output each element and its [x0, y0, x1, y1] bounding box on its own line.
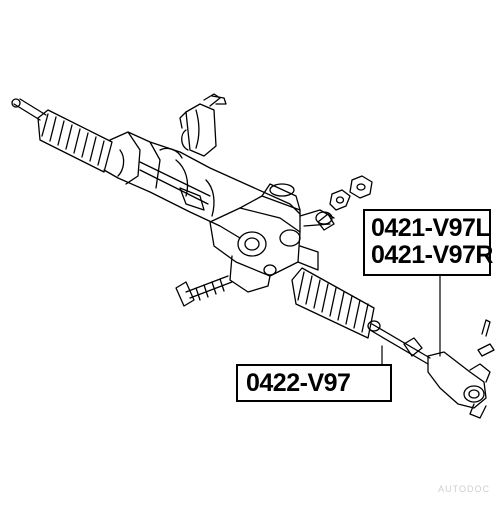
part-number-right: 0421-V97R — [371, 241, 493, 269]
inner-tie-rod — [367, 320, 431, 365]
mounting-bolt — [175, 275, 233, 307]
pinion-valve-body — [209, 183, 335, 293]
watermark: AUTODOC — [438, 484, 490, 494]
tie-rod-end — [427, 319, 495, 419]
leader-lines — [381, 275, 441, 367]
inner-tie-rod-part-number: 0422-V97 — [236, 364, 392, 402]
nuts-and-washers — [317, 175, 373, 231]
tie-rod-end-part-numbers: 0421-V97L 0421-V97R — [363, 209, 493, 276]
right-bellows-boot — [291, 267, 375, 339]
left-rack-rod — [11, 98, 47, 121]
part-number-left: 0421-V97L — [371, 214, 491, 242]
left-bellows-boot — [37, 109, 113, 173]
mounting-clamp — [179, 93, 227, 157]
rack-housing — [103, 131, 301, 239]
